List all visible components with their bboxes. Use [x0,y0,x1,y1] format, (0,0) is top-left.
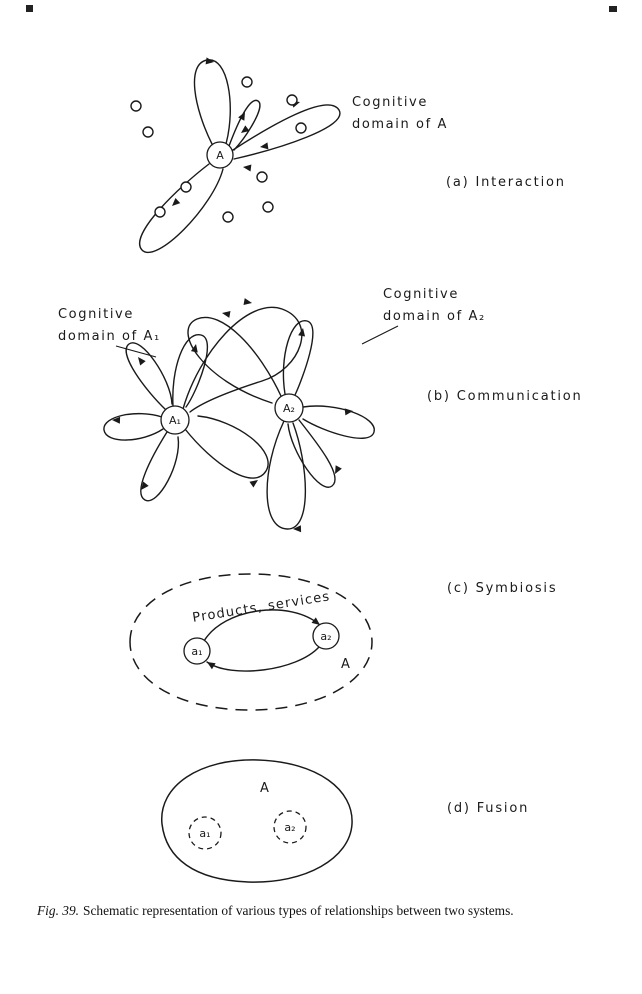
loop-path [232,104,341,160]
loop-path [187,316,282,404]
loop-path [184,415,269,479]
section-title-symbiosis: (c) Symbiosis [447,581,557,596]
scatter-dot [180,181,192,193]
loop-path [228,99,261,151]
figure-caption-label: Fig. 39. [37,903,80,918]
node-label-a2: a₂ [320,630,331,643]
loop-path [139,163,224,253]
domain-label-a2-line2: domain of A₂ [383,309,486,324]
domain-label-a1-line2: domain of A₁ [58,329,161,344]
subsystem-node-a1 [183,637,211,665]
loop-path [266,420,307,530]
loop-path [172,334,209,408]
section-title-communication: (b) Communication [427,389,583,404]
interaction-loops [139,59,341,253]
subsystem-node-a2 [312,622,340,650]
fusion-boundary [161,759,353,883]
diagram-symbiosis: a₁ a₂ Products, services A (c) Symbiosis [129,573,557,711]
arrowhead [298,328,306,337]
diagram-communication: A₁ A₂ Cognitive domain of A₁ Cognitive d… [58,287,583,533]
arrowhead [238,112,245,121]
arrowhead [205,57,214,65]
node-label-a2: A₂ [283,402,295,415]
exchange-label: Products, services [191,589,331,626]
section-title-interaction: (a) Interaction [446,175,566,190]
node-label-a1: A₁ [169,414,181,427]
arrowhead [138,357,146,366]
arrowhead [344,408,353,416]
absorbed-node-a1 [188,816,222,850]
section-title-fusion: (d) Fusion [447,801,529,816]
arrowhead [335,465,342,474]
domain-label-a1-line1: Cognitive [58,307,134,322]
loop-path [193,59,231,145]
loop-path [140,431,180,502]
arrowhead [243,298,252,306]
outer-system-label: A [341,657,352,672]
figure-caption: Fig. 39.Schematic representation of vari… [37,903,617,920]
diagram-fusion: A a₁ a₂ (d) Fusion [161,759,529,883]
loop-path [302,405,375,439]
scatter-dot [142,126,154,138]
scatter-dot [154,206,166,218]
arrowhead [243,164,252,172]
arrowhead [112,416,121,424]
loop-path [103,413,164,441]
domain-label-a2-line1: Cognitive [383,287,459,302]
environment-dots [130,76,307,223]
domain-label-a-line2: domain of A [352,117,448,132]
node-label-a2: a₂ [284,821,295,834]
arrowhead [311,617,320,625]
arrowhead [207,662,216,670]
arrowhead [172,197,181,206]
diagram-interaction: A Cognitive domain of A (a) Interaction [130,57,566,253]
figure-caption-text: Schematic representation of various type… [83,903,514,918]
leader-line-a2 [361,325,399,345]
domain-label-a-line1: Cognitive [352,95,428,110]
loop-path [125,342,173,411]
arrowhead [241,125,250,133]
exchange-arc-top [203,609,321,642]
scatter-dot [222,211,234,223]
system-node-a [206,141,234,169]
system-node-a1 [160,405,190,435]
symbiosis-boundary [129,573,373,711]
exchange-arc-bottom [206,646,320,672]
loop-path [282,320,314,396]
arrowhead [249,480,258,488]
communication-arrows [112,298,353,533]
scan-artifact [609,6,617,12]
leader-line-a1 [115,345,157,358]
arrowhead [222,310,231,318]
scatter-dot [286,94,298,106]
scatter-dot [241,76,253,88]
scatter-dot [130,100,142,112]
communication-loops [103,306,375,530]
arrowhead [141,481,149,490]
scan-artifact [26,5,33,12]
arrowhead [260,142,269,150]
node-label-a1: a₁ [191,645,202,658]
outer-system-label: A [260,781,271,796]
scatter-dot [256,171,268,183]
node-label-a1: a₁ [199,827,210,840]
scatter-dot [262,201,274,213]
system-node-a2 [274,393,304,423]
node-label-a: A [216,149,224,162]
loop-path [287,419,336,488]
arrowhead [293,525,302,533]
scatter-dot [295,122,307,134]
arrowhead [190,344,198,353]
absorbed-node-a2 [273,810,307,844]
